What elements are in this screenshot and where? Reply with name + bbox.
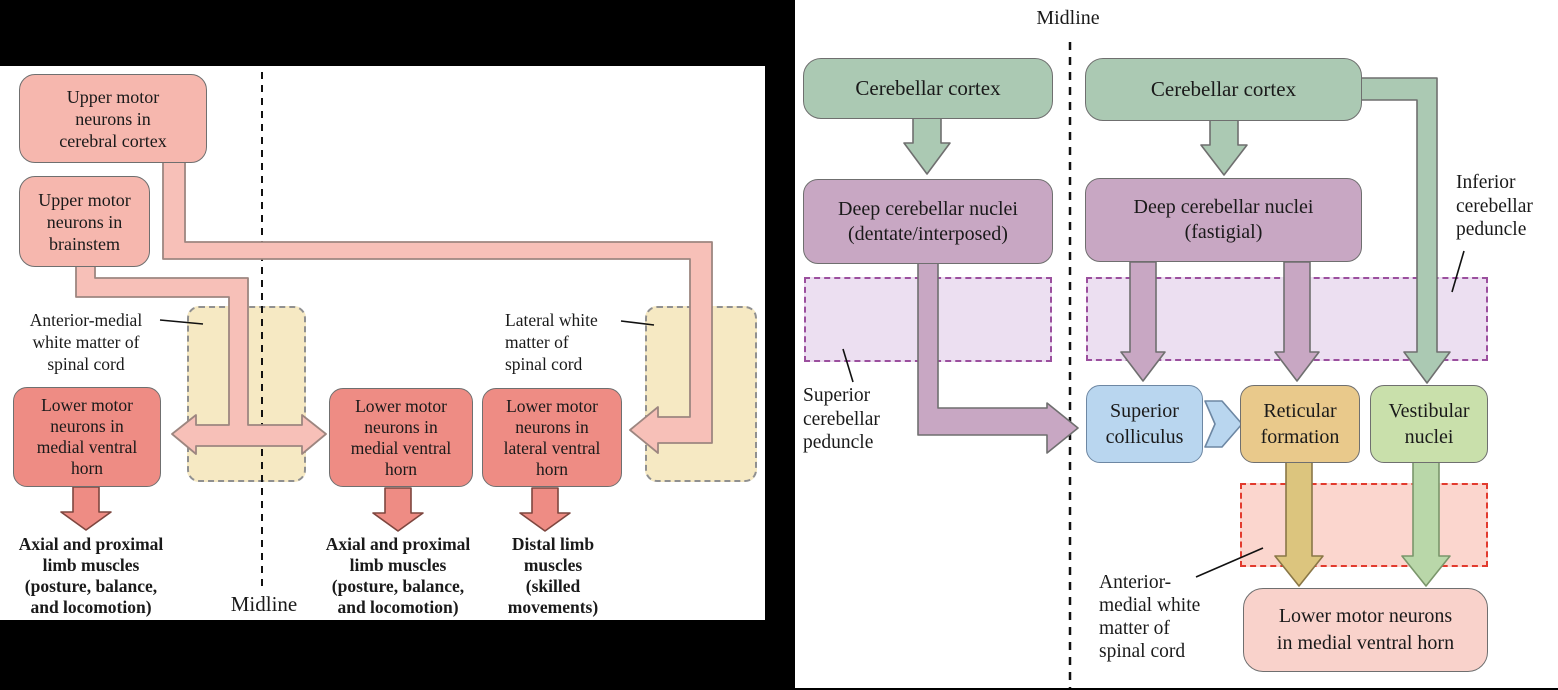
- box-reticular-formation: Reticular formation: [1240, 385, 1360, 463]
- box-vestibular-nuclei: Vestibular nuclei: [1370, 385, 1488, 463]
- box-deep-nuclei-dentate: Deep cerebellar nuclei (dentate/interpos…: [803, 179, 1053, 264]
- label-muscles-axial-middle: Axial and proximal limb muscles (posture…: [325, 534, 471, 617]
- label-muscles-distal: Distal limb muscles (skilled movements): [507, 534, 599, 617]
- label-lateral-white: Lateral white matter of spinal cord: [505, 310, 598, 374]
- box-cerebellar-cortex-left: Cerebellar cortex: [803, 58, 1053, 119]
- box-lower-motor-medial-horn: Lower motor neurons in medial ventral ho…: [1243, 588, 1488, 672]
- box-upper-motor-brainstem: Upper motor neurons in brainstem: [19, 176, 150, 267]
- label-midline-right: Midline: [1036, 7, 1100, 29]
- label-muscles-axial-left: Axial and proximal limb muscles (posture…: [18, 534, 164, 617]
- inferior-cerebellar-peduncle-region: [1086, 277, 1488, 361]
- right-anterior-medial-white-matter-region: [1240, 483, 1488, 567]
- box-deep-nuclei-fastigial: Deep cerebellar nuclei (fastigial): [1085, 178, 1362, 262]
- box-superior-colliculus: Superior colliculus: [1086, 385, 1203, 463]
- label-inferior-peduncle: Inferior cerebellar peduncle: [1456, 172, 1533, 240]
- label-midline-left: Midline: [230, 592, 298, 616]
- box-lower-motor-medial-right: Lower motor neurons in medial ventral ho…: [329, 388, 473, 487]
- label-superior-peduncle: Superior cerebellar peduncle: [803, 385, 880, 453]
- left-lateral-white-matter-region: [645, 306, 757, 482]
- superior-cerebellar-peduncle-region: [804, 277, 1052, 362]
- box-upper-motor-cortex: Upper motor neurons in cerebral cortex: [19, 74, 207, 163]
- left-anterior-medial-white-matter-region: [187, 306, 306, 482]
- label-anterior-medial-left: Anterior-medial white matter of spinal c…: [29, 310, 143, 374]
- box-lower-motor-lateral: Lower motor neurons in lateral ventral h…: [482, 388, 622, 487]
- label-anterior-medial-right: Anterior- medial white matter of spinal …: [1099, 572, 1201, 662]
- box-cerebellar-cortex-right: Cerebellar cortex: [1085, 58, 1362, 121]
- box-lower-motor-medial-left: Lower motor neurons in medial ventral ho…: [13, 387, 161, 487]
